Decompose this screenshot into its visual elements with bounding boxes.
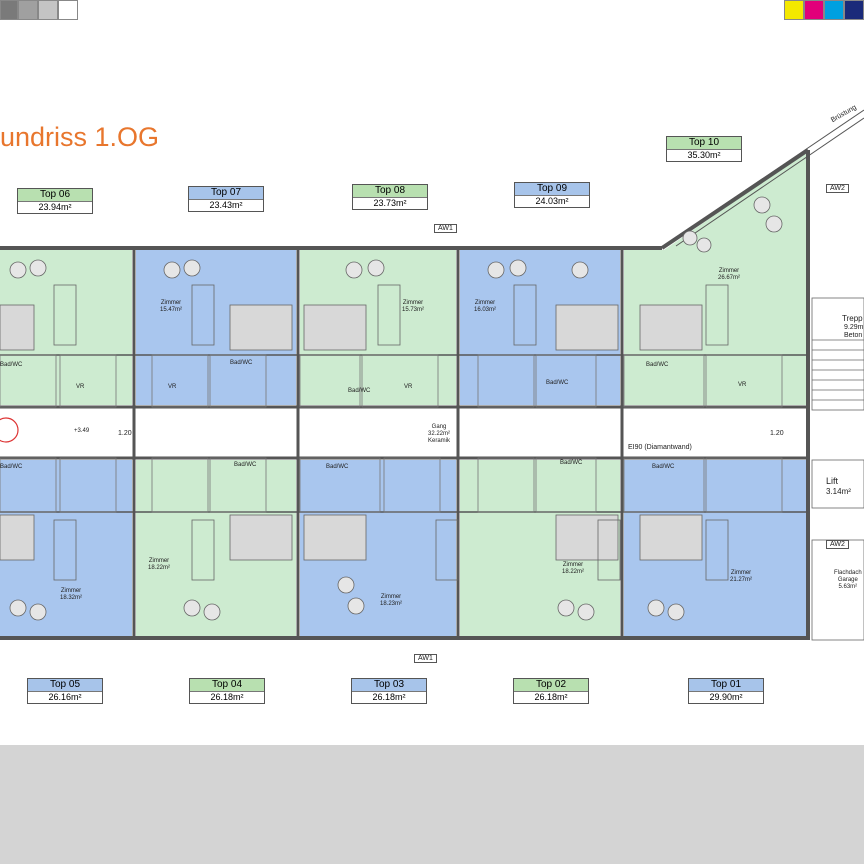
dimension-label: 1.20 [770, 430, 784, 437]
beds [0, 304, 703, 561]
vr-label: VR [168, 384, 177, 390]
bath-label: Bad/WC [560, 460, 583, 466]
kitchenettes [53, 284, 729, 581]
gray-swatch [58, 0, 78, 20]
stamp-icon [0, 417, 19, 443]
bath-label: Bad/WC [234, 462, 257, 468]
vr-label: VR [738, 382, 747, 388]
yellow-swatch [784, 0, 804, 20]
bath-label: Bad/WC [646, 362, 669, 368]
cyan-swatch [824, 0, 844, 20]
wall-label: EI90 (Diamantwand) [628, 444, 692, 451]
gray-swatch [18, 0, 38, 20]
bath-label: Bad/WC [326, 464, 349, 470]
stair-label: Trepp [842, 314, 863, 323]
footer-band [0, 745, 864, 864]
gray-swatch [0, 0, 18, 20]
aw1-tag: AW1 [434, 224, 457, 233]
staircase [811, 297, 864, 641]
aw1-tag: AW1 [414, 654, 437, 663]
aw2-tag: AW2 [826, 540, 849, 549]
bath-label: Bad/WC [0, 362, 23, 368]
bath-label: Bad/WC [652, 464, 675, 470]
vr-label: VR [76, 384, 85, 390]
navy-swatch [844, 0, 864, 20]
bathroom-blocks [0, 354, 783, 513]
chairs [9, 196, 783, 621]
level-label: +3.49 [74, 428, 90, 434]
bath-label: Bad/WC [0, 464, 23, 470]
bath-label: Bad/WC [230, 360, 253, 366]
floor-plan [0, 109, 864, 641]
bath-label: Bad/WC [546, 380, 569, 386]
page-title: undriss 1.OG [0, 122, 160, 152]
vr-label: VR [404, 384, 413, 390]
aw2-tag: AW2 [826, 184, 849, 193]
magenta-swatch [804, 0, 824, 20]
gray-swatch [38, 0, 58, 20]
bath-label: Bad/WC [348, 388, 371, 394]
stair-area: 9.29m [844, 324, 864, 331]
stair-material: Beton [844, 332, 863, 339]
dimension-label: 1.20 [118, 430, 132, 437]
lift-area: 3.14m² [826, 487, 851, 496]
lift-label: Lift [826, 476, 839, 486]
